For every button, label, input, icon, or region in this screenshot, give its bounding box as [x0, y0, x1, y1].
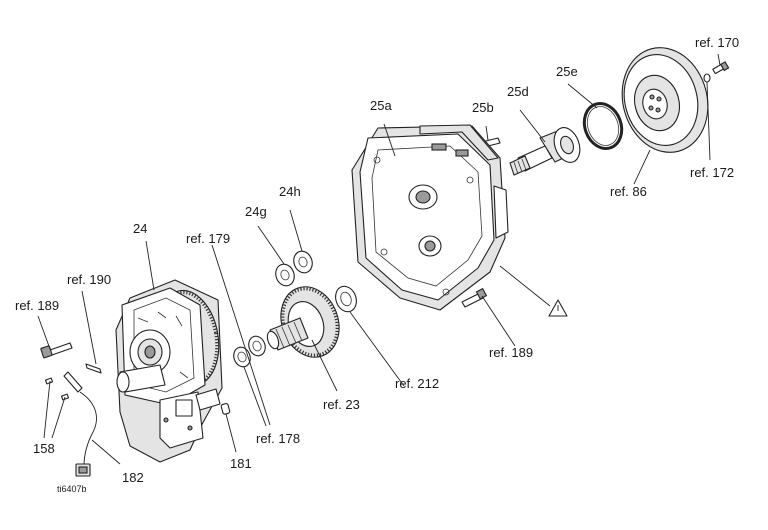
label-158: 158 — [33, 441, 55, 456]
label-ref-179: ref. 179 — [186, 231, 230, 246]
screw-ref-170 — [712, 61, 730, 75]
gear-ref-23 — [266, 286, 340, 358]
label-ref-189-left: ref. 189 — [15, 298, 59, 313]
label-25b: 25b — [472, 100, 494, 115]
washer-24g — [275, 263, 295, 287]
washer-ref-172 — [703, 73, 711, 83]
retaining-ring-25e — [582, 102, 624, 150]
sensor-182 — [63, 371, 97, 477]
label-ref-189-right: ref. 189 — [489, 345, 533, 360]
washer-ref-212 — [335, 285, 357, 313]
label-ref-23: ref. 23 — [323, 397, 360, 412]
label-ref-178: ref. 178 — [256, 431, 300, 446]
gear-housing-assembly-24 — [115, 279, 223, 463]
label-ref-172: ref. 172 — [690, 165, 734, 180]
label-24h: 24h — [279, 184, 301, 199]
leader-lines — [37, 53, 721, 465]
label-ref-86: ref. 86 — [610, 184, 647, 199]
label-182: 182 — [122, 470, 144, 485]
label-25a: 25a — [370, 98, 392, 113]
label-ti6407b: ti6407b — [57, 484, 87, 494]
label-24: 24 — [133, 221, 147, 236]
label-25d: 25d — [507, 84, 529, 99]
label-ref-212: ref. 212 — [395, 376, 439, 391]
output-shaft-25d — [509, 127, 581, 176]
label-ref-190: ref. 190 — [67, 272, 111, 287]
pin-ref-190 — [85, 363, 102, 374]
label-24g: 24g — [245, 204, 267, 219]
cover-plate-ref-86 — [621, 47, 709, 153]
washer-ref-179 — [248, 335, 266, 357]
label-181: 181 — [230, 456, 252, 471]
washer-24h — [293, 250, 313, 274]
label-ref-170: ref. 170 — [695, 35, 739, 50]
warning-triangle-icon — [548, 299, 568, 317]
bolt-ref-189-left — [40, 342, 73, 359]
housing-25a — [351, 124, 509, 311]
pin-181 — [220, 403, 231, 415]
label-25e: 25e — [556, 64, 578, 79]
